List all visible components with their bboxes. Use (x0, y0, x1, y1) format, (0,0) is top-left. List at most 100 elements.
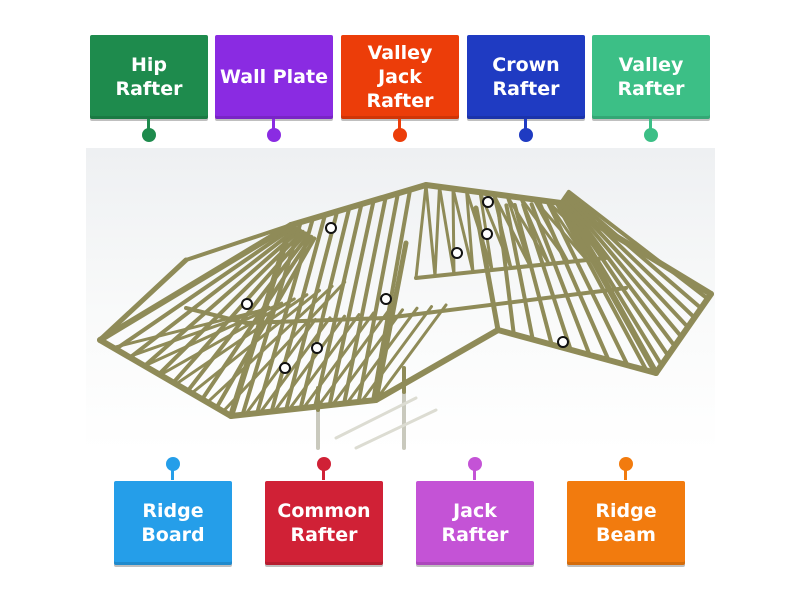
label-stem (649, 119, 652, 129)
timber-member (546, 199, 608, 260)
label-pin[interactable] (142, 128, 156, 142)
timber-member (127, 305, 271, 359)
timber-member (113, 224, 297, 352)
label-pin[interactable] (468, 457, 482, 471)
timber-member (562, 195, 684, 339)
label-stem (473, 470, 476, 480)
timber-member (492, 192, 513, 270)
label-pin[interactable] (644, 128, 658, 142)
hotspot-5[interactable] (241, 298, 253, 310)
label-stem (147, 119, 150, 129)
timber-member (273, 314, 346, 413)
timber-member (171, 231, 308, 385)
timber-member (559, 201, 608, 260)
label-crown-rafter[interactable]: Crown Rafter (467, 35, 585, 119)
label-pin[interactable] (317, 457, 331, 471)
timber-member (354, 408, 438, 450)
timber-member (97, 337, 234, 419)
timber-member (156, 229, 305, 377)
hotspot-4[interactable] (451, 247, 463, 259)
timber-member (519, 196, 551, 266)
timber-member (221, 280, 347, 413)
label-stem (524, 119, 527, 129)
label-pin[interactable] (267, 128, 281, 142)
timber-member (414, 256, 608, 280)
timber-member (342, 194, 388, 406)
timber-member (512, 202, 554, 347)
hotspot-2[interactable] (482, 196, 494, 208)
timber-member (345, 306, 419, 405)
timber-member (566, 189, 710, 301)
timber-member (360, 305, 433, 404)
timber-member (465, 188, 475, 274)
label-valley-rafter[interactable]: Valley Rafter (592, 35, 710, 119)
hotspot-6[interactable] (380, 293, 392, 305)
timber-member (111, 310, 258, 350)
timber-member (451, 187, 475, 274)
label-stem (322, 470, 325, 480)
hotspot-9[interactable] (557, 336, 569, 348)
label-stem (171, 470, 174, 480)
roof-truss-diagram (86, 148, 715, 452)
timber-member (287, 313, 361, 412)
timber-member (374, 303, 448, 402)
timber-member (433, 185, 441, 278)
label-ridge-board[interactable]: Ridge Board (114, 481, 232, 565)
timber-member (255, 216, 315, 416)
timber-member (298, 205, 352, 411)
hotspot-8[interactable] (279, 362, 291, 374)
timber-member (331, 308, 404, 407)
timber-member (269, 212, 328, 414)
timber-member (546, 199, 589, 262)
timber-member (529, 202, 592, 357)
hotspot-3[interactable] (481, 228, 493, 240)
timber-member (97, 257, 189, 343)
timber-member (334, 396, 418, 440)
timber-member (451, 187, 456, 276)
timber-member (258, 316, 332, 415)
timber-member (559, 199, 664, 368)
label-stem (272, 119, 275, 129)
timber-member (414, 183, 428, 280)
timber-member (554, 201, 649, 373)
timber-member (565, 191, 704, 311)
timber-member (495, 327, 659, 376)
timber-member (174, 293, 309, 386)
label-pin[interactable] (166, 457, 180, 471)
timber-member (564, 192, 697, 320)
label-valley-jack-rafter[interactable]: Valley Jack Rafter (341, 35, 459, 119)
timber-member (97, 222, 294, 343)
timber-member (505, 194, 551, 266)
hotspot-7[interactable] (311, 342, 323, 354)
timber-member (205, 284, 334, 404)
timber-member (561, 196, 677, 349)
label-wall-plate[interactable]: Wall Plate (215, 35, 333, 119)
label-common-rafter[interactable]: Common Rafter (265, 481, 383, 565)
timber-member (313, 202, 364, 409)
timber-member (438, 185, 456, 276)
timber-member (302, 311, 375, 410)
timber-member (371, 187, 413, 403)
label-stem (624, 470, 627, 480)
timber-member (184, 306, 248, 325)
label-pin[interactable] (519, 128, 533, 142)
timber-member (316, 309, 390, 408)
timber-member (465, 188, 494, 272)
timber-member (492, 192, 532, 268)
timber-member (356, 191, 400, 404)
timber-member (505, 194, 532, 268)
label-ridge-beam[interactable]: Ridge Beam (567, 481, 685, 565)
label-pin[interactable] (393, 128, 407, 142)
label-pin[interactable] (619, 457, 633, 471)
timber-member (384, 286, 628, 320)
label-hip-rafter[interactable]: Hip Rafter (90, 35, 208, 119)
timber-member (244, 316, 388, 325)
timber-member (190, 289, 321, 395)
timber-member (373, 327, 501, 403)
timber-member (519, 196, 570, 264)
label-jack-rafter[interactable]: Jack Rafter (416, 481, 534, 565)
label-stem (398, 119, 401, 129)
hotspot-1[interactable] (325, 222, 337, 234)
timber-member (158, 297, 296, 377)
roof-frame-illustration (97, 182, 714, 450)
